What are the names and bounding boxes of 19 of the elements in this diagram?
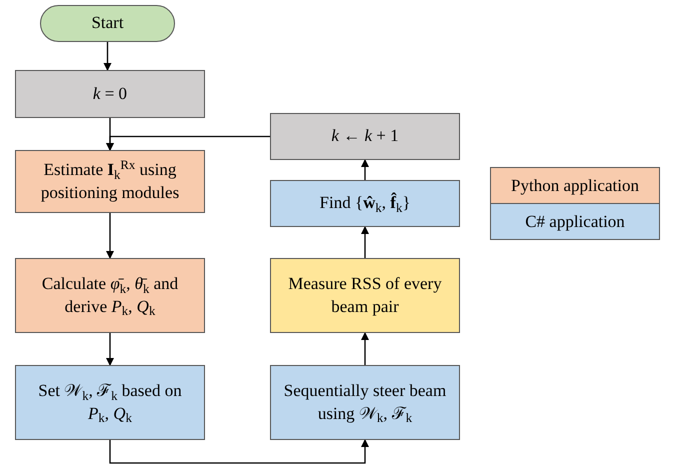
process-box: k ← k + 1 <box>270 113 460 160</box>
legend-entry: Python application <box>490 167 660 204</box>
process-box: Sequentially steer beam using 𝒲$_{k}$, ℱ$_{k}$ <box>270 365 460 440</box>
legend-entry: C# application <box>490 203 660 240</box>
arrow <box>104 42 112 71</box>
arrow <box>106 333 114 366</box>
process-box: Set 𝒲$_{k}$, ℱ$_{k}$ based on P$_{k}$, Q$_{k}$ <box>15 365 205 440</box>
arrow <box>106 213 114 259</box>
process-box: Calculate φ̄$_{k}$, θ̄$_{k}$ and derive P$_{k}$, Q$_{k}$ <box>15 258 205 333</box>
start-terminal: Start <box>40 5 175 42</box>
arrow <box>109 439 369 464</box>
process-box: Find {ŵ$_{k}$, f̂$_{k}$} <box>270 180 460 227</box>
process-box: Measure RSS of every beam pair <box>270 258 460 333</box>
arrow <box>361 159 369 180</box>
process-box: k = 0 <box>15 70 205 118</box>
arrow <box>361 332 369 365</box>
arrow <box>361 226 369 258</box>
arrow <box>106 136 270 151</box>
process-box: Estimate I$_{k}$$^{Rx}$ using positioning modules <box>15 150 205 213</box>
